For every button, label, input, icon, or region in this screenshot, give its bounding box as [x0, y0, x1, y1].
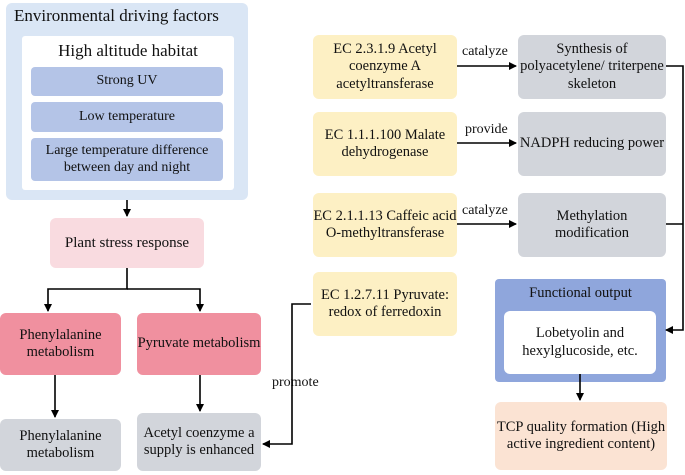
phenylalanine-output-box: Phenylalanine metabolism	[0, 419, 121, 471]
methylation-box: Methylation modification	[518, 193, 666, 257]
env-factors-title: Environmental driving factors	[14, 6, 219, 25]
strong-uv-box: Strong UV	[31, 67, 223, 96]
promote-label: promote	[272, 375, 319, 390]
skeleton-synthesis-box: Synthesis of polyacetylene/ triterpene s…	[518, 35, 666, 99]
catalyze-label-1: catalyze	[462, 44, 508, 59]
phenylalanine-metabolism-box: Phenylalanine metabolism	[0, 313, 121, 375]
lobetyolin-box: Lobetyolin and hexylglucoside, etc.	[504, 311, 656, 374]
enzyme-box-ec-2-3-1-9: EC 2.3.1.9 Acetyl coenzyme A acetyltrans…	[313, 35, 457, 99]
merge-line	[665, 65, 684, 334]
tcp-quality-box: TCP quality formation (High active ingre…	[495, 402, 667, 470]
provide-label: provide	[465, 122, 508, 137]
low-temperature-box: Low temperature	[31, 102, 223, 132]
arrow-stress-split	[44, 268, 128, 312]
nadph-box: NADPH reducing power	[518, 112, 666, 176]
functional-output-title: Functional output	[529, 285, 632, 301]
enzyme-box-ec-1-1-1-100: EC 1.1.1.100 Malate dehydrogenase	[313, 112, 457, 176]
arrow-stress-pyruvate	[127, 288, 204, 312]
enzyme-box-ec-1-2-7-11: EC 1.2.7.11 Pyruvate: redox of ferredoxi…	[313, 272, 457, 336]
habitat-title: High altitude habitat	[58, 41, 198, 60]
plant-stress-response-box: Plant stress response	[50, 218, 204, 268]
acetyl-coa-supply-box: Acetyl coenzyme a supply is enhanced	[137, 413, 261, 471]
catalyze-label-2: catalyze	[462, 203, 508, 218]
pyruvate-metabolism-box: Pyruvate metabolism	[137, 313, 261, 375]
enzyme-box-ec-2-1-1-13: EC 2.1.1.13 Caffeic acid O-methyltransfe…	[313, 193, 457, 257]
arrow-promote	[262, 303, 311, 448]
temperature-difference-box: Large temperature difference between day…	[31, 138, 223, 181]
